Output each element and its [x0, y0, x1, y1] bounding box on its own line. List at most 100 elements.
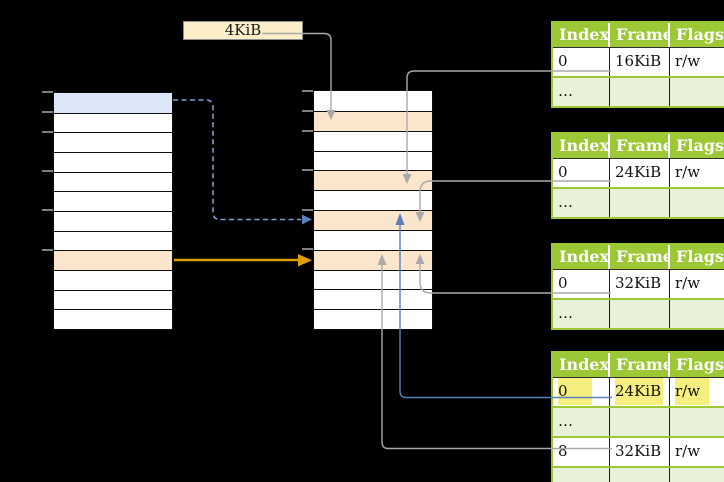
memory-row: [314, 229, 432, 250]
page-table-header: Index Frame Flags: [553, 353, 724, 378]
size-label-box: 4KiB: [183, 21, 303, 40]
table-cell: …: [553, 300, 610, 328]
header-cell-frame: Frame: [610, 245, 673, 269]
page-table-1: Index Frame Flags 0 16KiB r/w …: [551, 21, 724, 108]
table-cell: …: [553, 468, 610, 482]
table-row: 0 16KiB r/w: [553, 48, 724, 76]
header-cell-flags: Flags: [670, 23, 724, 47]
table-row: …: [553, 76, 724, 106]
address-tick: [302, 110, 313, 112]
table-cell: r/w: [675, 52, 701, 70]
table-cell: 24KiB: [610, 378, 670, 406]
header-cell-flags: Flags: [670, 353, 724, 377]
table-cell: r/w: [675, 163, 701, 181]
connector-virtual-page-dashed-line: [173, 99, 301, 221]
header-cell-frame: Frame: [610, 134, 673, 158]
table-row: 0 24KiB r/w: [553, 159, 724, 187]
table-cell: 24KiB: [610, 159, 670, 187]
memory-row: [314, 249, 432, 270]
header-cell-index: Index: [553, 245, 610, 269]
memory-row: [54, 171, 172, 192]
memory-row: [314, 110, 432, 131]
table-cell: [610, 408, 670, 436]
table-cell: [610, 78, 670, 106]
address-tick: [302, 90, 313, 92]
header-cell-index: Index: [553, 353, 610, 377]
address-tick: [42, 170, 53, 172]
table-cell: 8: [553, 438, 610, 466]
memory-row: [54, 191, 172, 211]
header-cell-frame: Frame: [610, 353, 673, 377]
address-tick: [42, 91, 53, 93]
table-cell: 0: [553, 270, 610, 298]
table-cell: r/w: [670, 378, 724, 406]
table-cell: [610, 300, 670, 328]
arrowhead-right-icon: [298, 254, 312, 267]
table-row: 0 24KiB r/w: [553, 378, 724, 406]
arrowhead-right-icon: [302, 214, 312, 225]
memory-row: [54, 132, 172, 152]
header-cell-index: Index: [553, 23, 610, 47]
table-cell: [670, 78, 724, 106]
memory-row: [54, 151, 172, 172]
memory-row: [314, 170, 432, 191]
memory-row: [314, 130, 432, 151]
table-row: …: [553, 466, 724, 482]
table-cell: 0: [553, 378, 610, 406]
memory-row: [314, 190, 432, 210]
address-tick: [302, 130, 313, 132]
table-row: 0 32KiB r/w: [553, 270, 724, 298]
memory-row: [314, 150, 432, 171]
table-row: …: [553, 406, 724, 436]
memory-row: [54, 250, 172, 270]
table-cell: 0: [553, 159, 610, 187]
memory-row: [314, 269, 432, 290]
address-tick: [302, 248, 313, 250]
header-cell-flags: Flags: [670, 245, 724, 269]
address-tick: [302, 209, 313, 211]
memory-row: [54, 112, 172, 133]
header-cell-frame: Frame: [610, 23, 673, 47]
page-table-4: Index Frame Flags 0 24KiB r/w … 8 32KiB …: [551, 351, 724, 482]
table-cell: r/w: [675, 442, 701, 460]
table-row: 8 32KiB r/w: [553, 436, 724, 466]
memory-row: [314, 289, 432, 310]
memory-row: [54, 93, 172, 113]
memory-row: [54, 210, 172, 231]
page-table-3: Index Frame Flags 0 32KiB r/w …: [551, 243, 724, 330]
address-tick: [42, 111, 53, 113]
address-tick: [302, 169, 313, 171]
address-tick: [42, 131, 53, 133]
table-cell: r/w: [675, 274, 701, 292]
table-cell: [670, 189, 724, 217]
header-cell-index: Index: [553, 134, 610, 158]
table-cell: [610, 189, 670, 217]
table-cell: [610, 468, 670, 482]
table-cell: 32KiB: [610, 438, 670, 466]
memory-row: [54, 230, 172, 251]
table-row: …: [553, 187, 724, 217]
page-table-2: Index Frame Flags 0 24KiB r/w …: [551, 132, 724, 219]
memory-row: [54, 289, 172, 310]
address-tick: [42, 209, 53, 211]
memory-row: [314, 309, 432, 329]
memory-row: [314, 210, 432, 230]
table-cell: [670, 468, 724, 482]
page-table-header: Index Frame Flags: [553, 23, 724, 48]
table-cell: 16KiB: [610, 48, 670, 76]
table-cell: …: [553, 78, 610, 106]
memory-row: [54, 269, 172, 290]
table-cell: 0: [553, 48, 610, 76]
virtual-memory-table: [53, 92, 173, 330]
header-cell-flags: Flags: [670, 134, 724, 158]
table-cell: [670, 300, 724, 328]
physical-memory-table: [313, 90, 433, 330]
page-table-header: Index Frame Flags: [553, 134, 724, 159]
address-tick: [42, 249, 53, 251]
memory-row: [54, 309, 172, 329]
table-row: …: [553, 298, 724, 328]
table-cell: …: [553, 408, 610, 436]
table-cell: 32KiB: [610, 270, 670, 298]
table-cell: …: [553, 189, 610, 217]
